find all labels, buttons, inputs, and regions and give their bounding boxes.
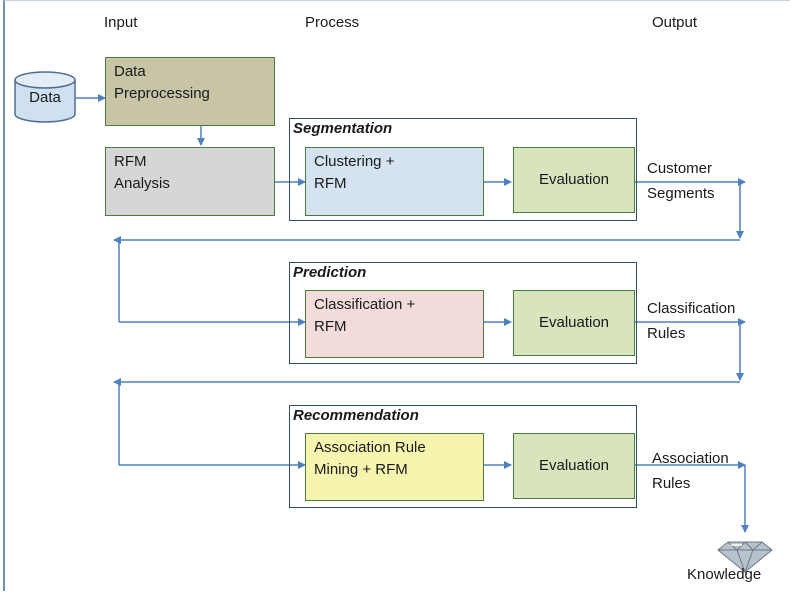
stage-segmentation: Segmentation [289,118,637,221]
classification-line1: Classification + [314,296,416,313]
data-preprocessing-box: Data Preprocessing [105,57,275,126]
stage-title-recommendation: Recommendation [293,407,419,424]
association-line2: Mining + RFM [314,461,408,478]
classification-line2: RFM [314,318,347,335]
data-source-label: Data [29,89,61,106]
stage-title-segmentation: Segmentation [293,120,393,137]
association-rule-mining-box: Association Rule Mining + RFM [305,433,484,501]
output-classification-rules: Classification Rules [647,296,735,346]
output-customer-segments: Customer Segments [647,156,715,206]
output-line1: Classification [647,300,736,317]
rfm-analysis-box: RFM Analysis [105,147,275,216]
output-line2: Rules [647,325,686,342]
clustering-line1: Clustering + [314,153,395,170]
output-line1: Customer [647,160,713,177]
evaluation-label-segmentation: Evaluation [538,171,610,188]
rfm-analysis-line1: RFM [114,153,147,170]
diagram-frame [3,0,790,591]
evaluation-box-prediction: Evaluation [513,290,635,356]
output-line2: Segments [647,185,715,202]
clustering-rfm-box: Clustering + RFM [305,147,484,216]
evaluation-label-prediction: Evaluation [538,314,610,331]
output-association-rules: Association Rules [652,446,729,496]
preprocessing-line1: Data [114,63,146,80]
knowledge-label: Knowledge [687,566,762,583]
output-line2: Rules [652,475,691,492]
header-process: Process [305,14,360,31]
stage-prediction: Prediction [289,262,637,364]
association-line1: Association Rule [314,439,426,456]
rfm-analysis-line2: Analysis [114,175,170,192]
clustering-line2: RFM [314,175,347,192]
evaluation-box-recommendation: Evaluation [513,433,635,499]
classification-rfm-box: Classification + RFM [305,290,484,358]
output-line1: Association [652,450,729,467]
evaluation-box-segmentation: Evaluation [513,147,635,213]
evaluation-label-recommendation: Evaluation [538,457,610,474]
stage-title-prediction: Prediction [293,264,367,281]
preprocessing-line2: Preprocessing [114,85,210,102]
header-output: Output [652,14,698,31]
header-input: Input [104,14,138,31]
stage-recommendation: Recommendation [289,405,637,508]
